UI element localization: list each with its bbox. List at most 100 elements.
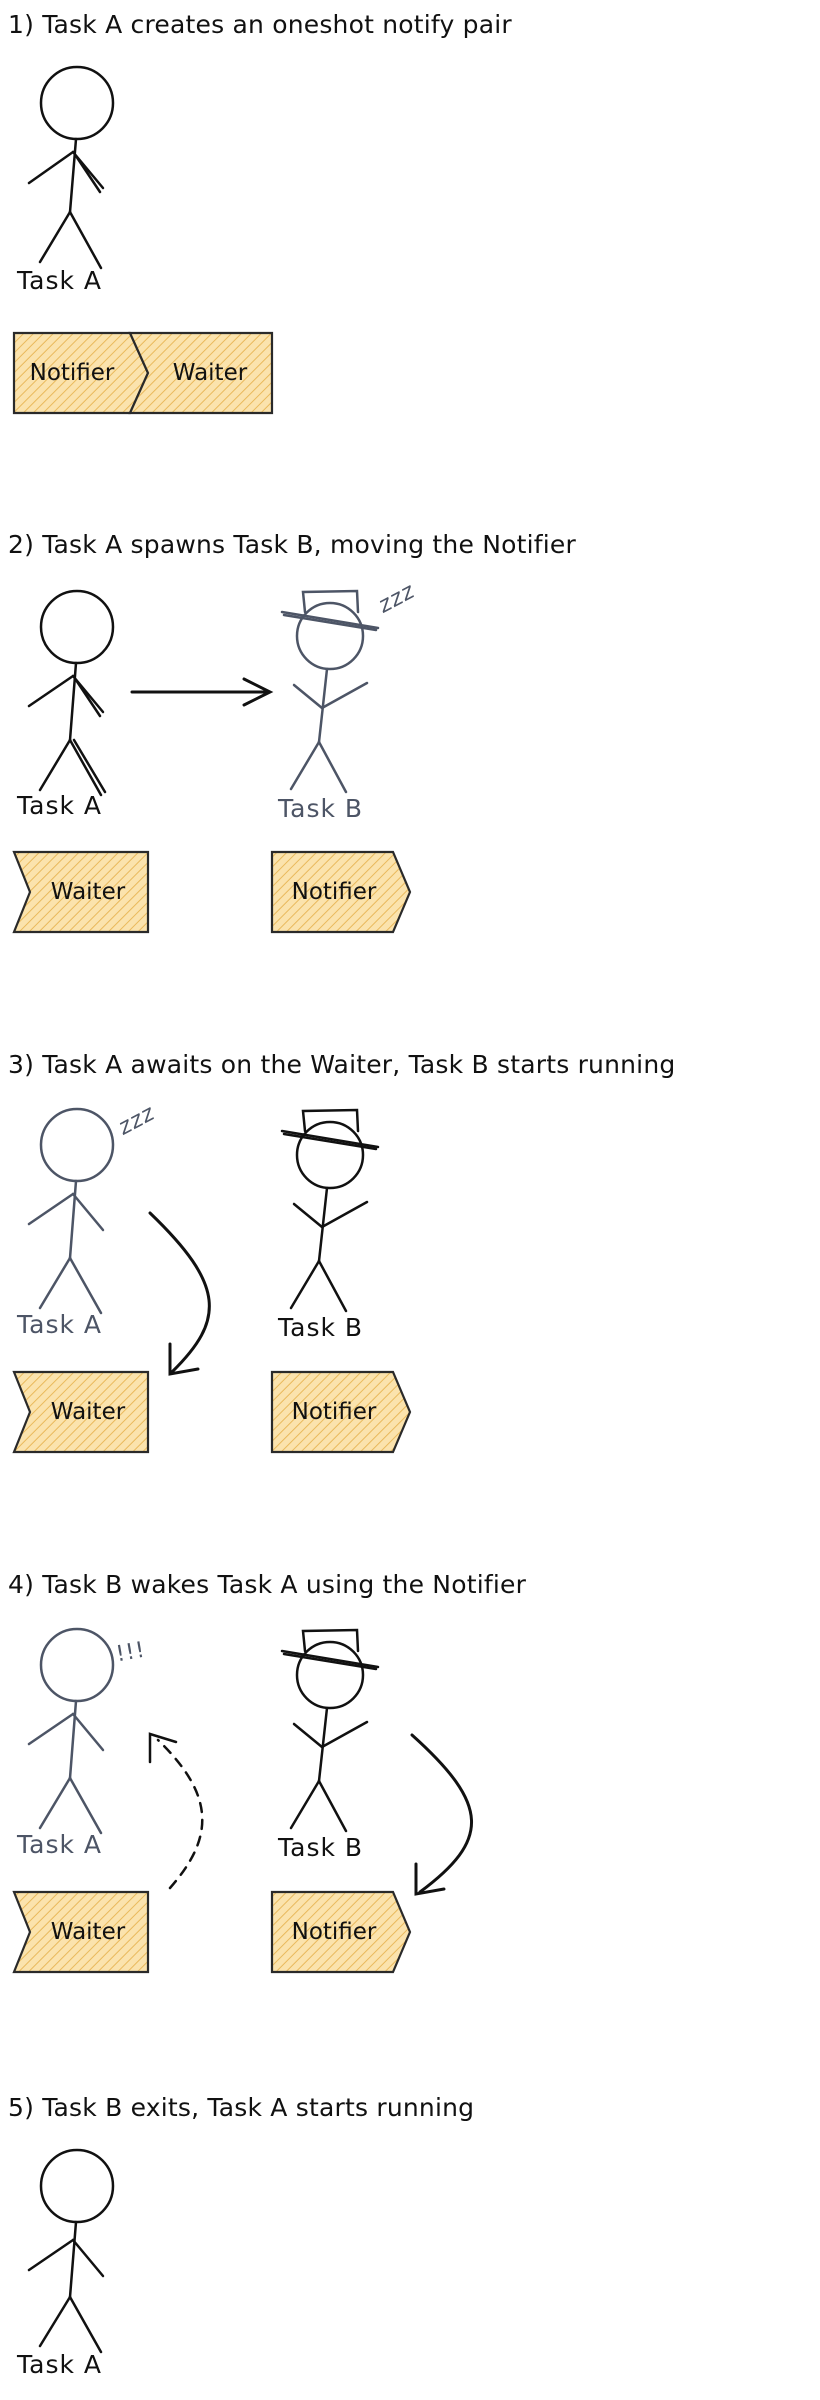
hat-brim-stroke xyxy=(282,1652,378,1671)
left-arm xyxy=(292,1722,324,1749)
notifier-box xyxy=(270,850,412,934)
left-leg xyxy=(289,1779,321,1830)
head xyxy=(39,589,115,665)
task-a-label: Task A xyxy=(17,1830,103,1859)
hat-brim xyxy=(280,1129,380,1149)
left-leg xyxy=(289,1259,321,1310)
right-arm xyxy=(71,1192,105,1232)
task-a-figure xyxy=(27,589,115,797)
head xyxy=(39,2148,115,2224)
waiter-box-shape xyxy=(128,331,274,415)
right-arm-stroke xyxy=(74,678,102,718)
notifier-label: Notifier xyxy=(291,879,377,905)
task-b-figure xyxy=(280,1628,380,1833)
waiter-box xyxy=(12,1370,150,1454)
notify-arrow-head xyxy=(414,1862,446,1896)
notify-arrow-curve xyxy=(410,1733,473,1894)
right-leg xyxy=(68,1256,103,1315)
left-leg xyxy=(38,2295,72,2348)
notifier-box xyxy=(270,1890,412,1974)
wake-arrow-curve xyxy=(156,1738,204,1890)
right-leg xyxy=(68,738,103,797)
head xyxy=(39,1107,115,1183)
left-leg xyxy=(38,210,72,264)
left-leg xyxy=(38,1776,72,1830)
body xyxy=(68,1699,78,1780)
notifier-box-shape xyxy=(270,1890,412,1974)
right-arm xyxy=(71,1712,105,1752)
right-leg xyxy=(68,210,103,270)
waiter-box xyxy=(12,850,150,934)
task-a-figure xyxy=(27,65,115,270)
left-leg xyxy=(38,1256,72,1310)
await-arrow-curve xyxy=(148,1211,211,1374)
body xyxy=(317,667,329,744)
left-leg xyxy=(38,738,72,792)
step-4-heading: 4) Task B wakes Task A using the Notifie… xyxy=(8,1570,527,1599)
right-leg xyxy=(317,740,348,794)
wake-arrow-head xyxy=(148,1732,178,1764)
hat-brim xyxy=(280,610,380,630)
waiter-box-shape xyxy=(12,1890,150,1974)
right-arm-stroke xyxy=(74,154,102,194)
notifier-box xyxy=(270,1370,412,1454)
task-b-figure xyxy=(280,1108,380,1313)
left-arm xyxy=(27,150,75,185)
notifier-label: Notifier xyxy=(29,360,115,386)
task-b-figure xyxy=(280,589,380,794)
waiter-box xyxy=(128,331,274,415)
left-arm xyxy=(27,1192,75,1226)
waiter-label: Waiter xyxy=(50,1399,126,1425)
waiter-label: Waiter xyxy=(50,1919,126,1945)
body xyxy=(68,661,78,742)
hat-brim xyxy=(280,1649,380,1669)
hat-crown xyxy=(301,589,360,614)
await-arrow xyxy=(148,1211,211,1376)
hat-brim-stroke xyxy=(282,1132,378,1151)
task-b-label: Task B xyxy=(278,1833,364,1862)
left-arm xyxy=(292,1202,324,1229)
right-leg xyxy=(317,1259,348,1313)
body xyxy=(68,2220,78,2299)
waiter-box-shape xyxy=(12,1370,150,1454)
wake-arrow xyxy=(148,1732,204,1890)
step-2-heading: 2) Task A spawns Task B, moving the Noti… xyxy=(8,530,576,559)
hat-crown xyxy=(301,1108,360,1133)
task-b-label: Task B xyxy=(278,1313,364,1342)
notifier-box-shape xyxy=(270,1370,412,1454)
notify-arrow xyxy=(410,1733,473,1896)
step-1-diagram xyxy=(12,65,274,415)
left-arm xyxy=(27,1712,75,1746)
step-2-diagram xyxy=(12,589,412,934)
waiter-box xyxy=(12,1890,150,1974)
step-5-diagram xyxy=(27,2148,115,2354)
body xyxy=(68,1179,78,1260)
waiter-label: Waiter xyxy=(172,360,248,386)
head xyxy=(295,601,365,671)
right-leg-stroke xyxy=(72,738,107,794)
notifier-box-shape xyxy=(270,850,412,934)
hat-crown xyxy=(301,1628,360,1653)
step-1-heading: 1) Task A creates an oneshot notify pair xyxy=(8,10,512,39)
left-arm xyxy=(292,683,324,710)
step-4-diagram xyxy=(12,1627,473,1974)
step-5-heading: 5) Task B exits, Task A starts running xyxy=(8,2093,475,2122)
step-3-diagram xyxy=(12,1107,412,1454)
head xyxy=(39,1627,115,1703)
hat-brim-stroke xyxy=(282,613,378,632)
task-a-figure xyxy=(27,1627,115,1835)
body xyxy=(317,1706,329,1783)
right-arm xyxy=(320,1720,369,1749)
body xyxy=(317,1186,329,1263)
task-a-label: Task A xyxy=(17,2350,103,2379)
waiter-box-shape xyxy=(12,850,150,934)
await-arrow-head xyxy=(168,1342,200,1376)
left-arm xyxy=(27,2238,75,2272)
spawn-arrow-head xyxy=(242,677,274,707)
task-a-label: Task A xyxy=(17,1310,103,1339)
task-a-figure xyxy=(27,2148,115,2354)
left-arm xyxy=(27,674,75,708)
right-leg xyxy=(317,1779,348,1833)
right-arm xyxy=(320,681,369,710)
